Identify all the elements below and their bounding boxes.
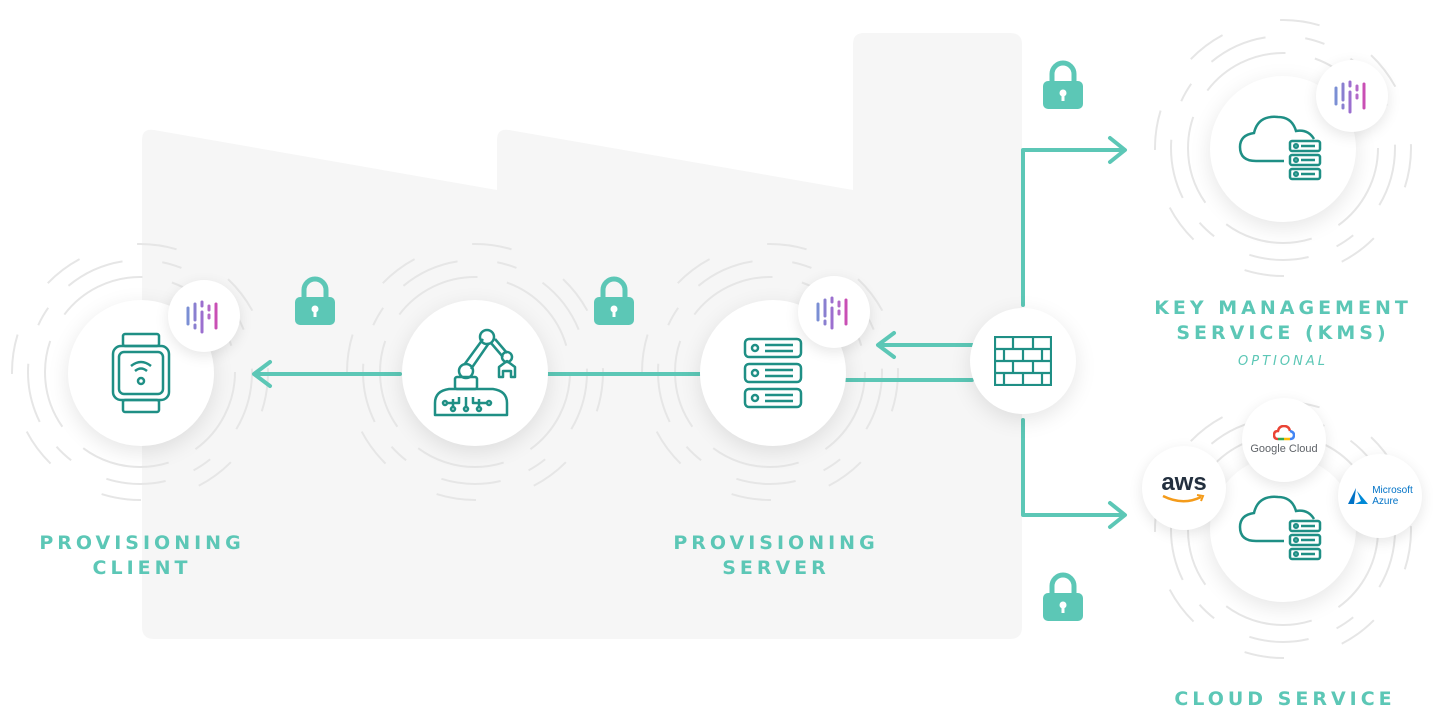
lock-icon <box>295 276 335 325</box>
provisioning-client-label: PROVISIONING CLIENT <box>30 531 254 581</box>
cloud-service-label: CLOUD SERVICE <box>1174 688 1396 710</box>
brand-logo-icon <box>186 300 218 334</box>
aws-logo-text: aws <box>1161 469 1207 496</box>
brand-logo-badge <box>1316 60 1388 132</box>
provisioning-server-label-line1: PROVISIONING <box>673 532 879 554</box>
cloud-server-icon <box>1238 115 1322 181</box>
lock-icon <box>1043 60 1083 109</box>
azure-label: Microsoft Azure <box>1372 485 1413 507</box>
provisioning-server-label: PROVISIONING SERVER <box>664 531 888 581</box>
kms-optional-label: OPTIONAL <box>1238 354 1328 369</box>
provisioning-client-label-line1: PROVISIONING <box>39 532 245 554</box>
cloud-service-node <box>1210 456 1356 602</box>
brand-logo-icon <box>1334 80 1366 114</box>
cloud-server-icon <box>1238 495 1322 561</box>
server-icon <box>743 337 803 409</box>
robot-arm-icon <box>433 328 517 417</box>
azure-icon <box>1348 488 1369 504</box>
aws-smile-icon <box>1162 494 1205 503</box>
azure-label-line2: Azure <box>1372 496 1399 507</box>
google-cloud-label: Google Cloud <box>1250 443 1318 455</box>
brand-logo-badge <box>168 280 240 352</box>
robot-arm-node <box>402 300 548 446</box>
firewall-icon <box>994 336 1052 386</box>
arrow-to-cloud <box>1021 418 1125 517</box>
smartwatch-icon <box>111 332 171 414</box>
google-cloud-icon <box>1273 425 1295 441</box>
lock-icon <box>594 276 634 325</box>
azure-badge: Microsoft Azure <box>1338 454 1422 538</box>
kms-label: KEY MANAGEMENT SERVICE (KMS) <box>1150 296 1416 346</box>
aws-badge: aws <box>1142 446 1226 530</box>
firewall-node <box>970 308 1076 414</box>
lock-icon <box>1043 572 1083 621</box>
arrow-to-kms <box>1021 148 1125 307</box>
kms-label-line1: KEY MANAGEMENT <box>1154 297 1412 319</box>
google-cloud-badge: Google Cloud <box>1242 398 1326 482</box>
azure-label-line1: Microsoft <box>1372 485 1413 496</box>
brand-logo-icon <box>816 296 848 330</box>
provisioning-client-label-line2: CLIENT <box>92 557 192 579</box>
kms-label-line2: SERVICE (KMS) <box>1176 322 1390 344</box>
brand-logo-badge <box>798 276 870 348</box>
provisioning-server-label-line2: SERVER <box>722 557 830 579</box>
